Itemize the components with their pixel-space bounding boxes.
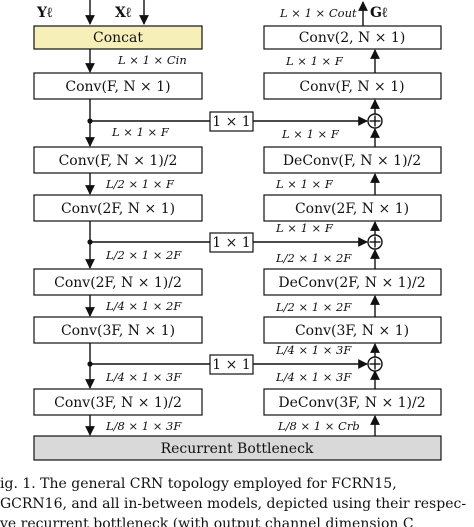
enc-dim-4: L/4 × 1 × 2F [105,299,182,313]
decoder-block-2-label: Conv(F, N × 1) [299,79,404,95]
decoder-block-7-label: DeConv(3F, N × 1)/2 [278,395,425,411]
dec-dim-7: L/8 × 1 × Crb [277,419,360,433]
encoder-block-2 [33,146,203,174]
recurrent-bottleneck-label: Recurrent Bottleneck [161,441,314,457]
decoder-block-6 [263,316,442,344]
skip-conv-1-label: 1 × 1 [212,114,250,130]
concat-block [33,25,203,50]
dec-dim-6: L/4 × 1 × 3F [275,370,352,384]
decoder-block-7 [263,388,442,416]
encoder-block-5-label: Conv(3F, N × 1) [61,323,175,339]
decoder-block-4-label: Conv(2F, N × 1) [295,201,409,217]
encoder-block-1-label: Conv(F, N × 1) [65,79,170,95]
dec-dim-5: L/4 × 1 × 3F [275,343,352,357]
input-x-label: Xℓ [115,5,132,21]
decoder-block-5-label: DeConv(2F, N × 1)/2 [278,275,425,291]
enc-dim-5: L/4 × 1 × 3F [105,370,182,384]
dec-dim-3: L/2 × 1 × 2F [275,251,352,265]
dec-dim-2: L × 1 × F [275,221,334,235]
recurrent-bottleneck-block [33,435,442,461]
decoder-block-3 [263,146,442,174]
dec-dim-1b: L × 1 × F [285,54,344,68]
dec-dim-0: L × 1 × Cout [279,6,357,20]
dec-dim-4: L/2 × 1 × 2F [275,300,352,314]
decoder-block-4 [263,194,442,222]
caption-line-2: GCRN16, and all in-between models, depic… [0,496,467,512]
decoder-block-6-label: Conv(3F, N × 1) [295,323,409,339]
enc-dim-0: L × 1 × Cin [117,53,187,67]
enc-dim-2: L/2 × 1 × F [105,177,175,191]
encoder-block-5 [33,316,203,344]
encoder-block-3 [33,194,203,222]
decoder-block-3-label: DeConv(F, N × 1)/2 [283,153,421,169]
enc-dim-3: L/2 × 1 × 2F [105,248,182,262]
dec-dim-0b: L × 1 × F [281,127,340,141]
decoder-block-1 [263,25,442,50]
dec-dim-1: L × 1 × F [275,177,334,191]
decoder-block-2 [263,72,442,100]
concat-label: Concat [93,30,143,46]
encoder-block-2-label: Conv(F, N × 1)/2 [59,153,178,169]
encoder-block-1 [33,72,203,100]
caption-line-1: ig. 1. The general CRN topology employed… [0,476,397,492]
crn-diagram: Yℓ Xℓ Concat L × 1 × Cin Conv(F, N × 1) … [33,0,442,461]
enc-dim-6: L/8 × 1 × 3F [105,419,182,433]
decoder-block-5 [263,268,442,296]
encoder-block-6-label: Conv(3F, N × 1)/2 [54,395,182,411]
encoder-block-3-label: Conv(2F, N × 1) [61,201,175,217]
output-label: Gℓ [370,5,388,21]
decoder-block-1-label: Conv(2, N × 1) [299,30,406,46]
encoder-block-4 [33,268,203,296]
input-y-label: Yℓ [36,5,53,21]
figure-caption: ig. 1. The general CRN topology employed… [0,474,474,527]
enc-dim-1: L × 1 × F [111,125,170,139]
caption-line-3: ve recurrent bottleneck (with output cha… [0,516,414,527]
encoder-block-4-label: Conv(2F, N × 1)/2 [54,275,182,291]
encoder-block-6 [33,388,203,416]
skip-conv-3-label: 1 × 1 [212,357,250,373]
skip-conv-2-label: 1 × 1 [212,235,250,251]
